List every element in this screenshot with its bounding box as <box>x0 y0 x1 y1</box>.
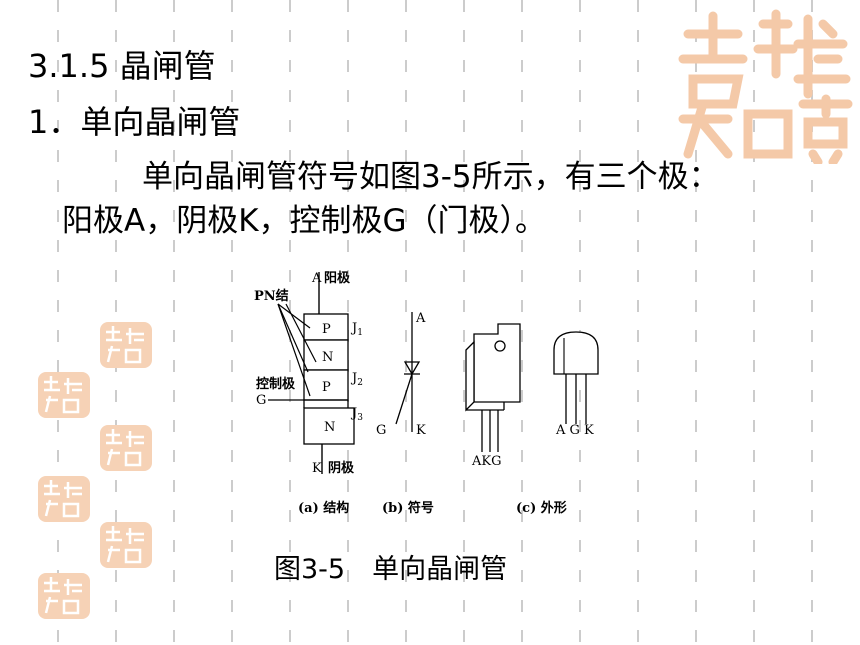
layer-p2: P <box>322 380 331 395</box>
seal-small-4 <box>38 476 90 526</box>
cathode-name: 阴极 <box>328 460 355 476</box>
caption-appearance: (c) 外形 <box>516 500 567 516</box>
anode-letter: A <box>311 271 322 286</box>
layer-n1: N <box>322 350 333 365</box>
symbol-anode: A <box>415 311 426 326</box>
seal-small-2 <box>38 372 90 422</box>
seal-small-5 <box>100 522 152 572</box>
package2-pins: A G K <box>555 423 594 438</box>
seal-small-6 <box>38 573 90 623</box>
pn-junction-label: PN结 <box>254 288 289 304</box>
seal-small-3 <box>100 425 152 475</box>
caption-structure: (a) 结构 <box>298 500 349 516</box>
section-title: 1．单向晶闸管 <box>28 103 241 141</box>
figure-caption: 图3-5 单向晶闸管 <box>274 554 508 585</box>
symbol-gate: G <box>376 423 386 438</box>
structure-diagram: A 阳极 P N P N J1 J2 J3 PN结 控制极 G K 阴极 (a)… <box>254 270 363 516</box>
package1-pins: AKG <box>471 454 502 469</box>
package-outlines: AKG A G K (c) 外形 <box>465 323 599 516</box>
gate-letter: G <box>256 393 266 408</box>
page-title: 3.1.5 晶闸管 <box>28 47 216 85</box>
junction-j3: J3 <box>350 406 363 423</box>
seal-large-top-right <box>668 4 858 168</box>
thyristor-symbol: A G K (b) 符号 <box>376 311 434 516</box>
layer-p1: P <box>322 322 331 337</box>
junction-j1: J1 <box>350 321 363 338</box>
paragraph-line-2: 阳极A，阴极K，控制极G（门极）。 <box>62 203 547 239</box>
paragraph-line-1: 单向晶闸管符号如图3-5所示，有三个极： <box>142 159 720 195</box>
seal-small-1 <box>100 322 152 372</box>
gate-name: 控制极 <box>256 376 296 392</box>
symbol-cathode: K <box>416 423 426 438</box>
layer-n2: N <box>324 420 335 435</box>
anode-name: 阳极 <box>324 270 351 286</box>
junction-j2: J2 <box>350 371 363 388</box>
cathode-letter: K <box>312 461 322 476</box>
caption-symbol: (b) 符号 <box>382 500 434 516</box>
thyristor-figure: A 阳极 P N P N J1 J2 J3 PN结 控制极 G K 阴极 (a)… <box>254 270 599 516</box>
